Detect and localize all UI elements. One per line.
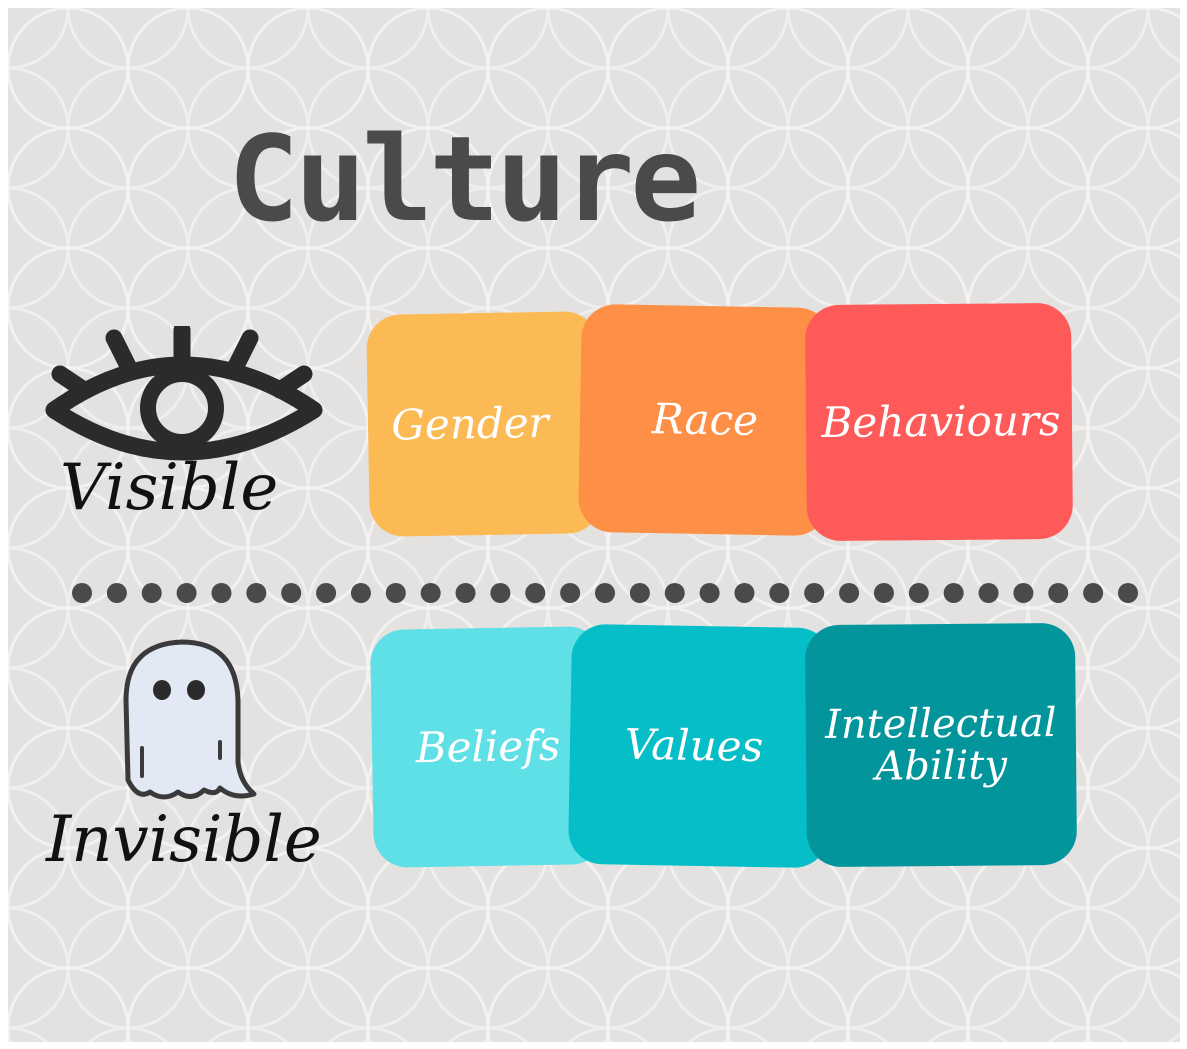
card-intellectual-ability: Intellectual Ability: [804, 622, 1078, 868]
card-gender: Gender: [366, 310, 602, 538]
infographic-canvas: Culture Visible Invisible Gender Race: [8, 8, 1180, 1042]
divider-dot: [873, 583, 894, 603]
card-intellectual-ability-label: Intellectual Ability: [824, 699, 1057, 790]
divider-dot: [281, 583, 302, 603]
card-race: Race: [578, 303, 832, 537]
divider-dot: [978, 583, 999, 603]
divider-dot: [350, 583, 371, 603]
divider-dot: [699, 583, 720, 603]
divider-dot: [664, 583, 685, 603]
divider-dot: [455, 583, 476, 603]
dotted-divider: [72, 583, 1138, 603]
divider-dot: [420, 583, 441, 603]
divider-dot: [246, 583, 267, 603]
divider-dot: [211, 583, 232, 603]
card-gender-label: Gender: [390, 397, 550, 450]
page-title: Culture: [228, 110, 701, 248]
divider-dot: [72, 583, 92, 603]
ghost-icon: [123, 639, 257, 800]
divider-dot: [385, 583, 406, 603]
divider-dot: [839, 583, 860, 603]
divider-dot: [1013, 583, 1034, 603]
divider-dot: [560, 583, 581, 603]
divider-dot: [629, 583, 650, 603]
divider-dot: [908, 583, 929, 603]
divider-dot: [141, 583, 162, 603]
divider-dot: [106, 583, 127, 603]
card-beliefs-label: Beliefs: [415, 720, 561, 773]
divider-dot: [1048, 583, 1069, 603]
visible-label: Visible: [60, 451, 279, 525]
divider-dot: [525, 583, 546, 603]
card-values: Values: [567, 623, 833, 869]
divider-dot: [176, 583, 197, 603]
divider-dot: [1118, 583, 1138, 603]
divider-dot: [595, 583, 615, 603]
invisible-label: Invisible: [46, 803, 322, 877]
card-behaviours: Behaviours: [804, 302, 1074, 542]
divider-dot: [804, 583, 825, 603]
divider-dot: [490, 583, 511, 603]
card-behaviours-label: Behaviours: [821, 395, 1061, 447]
divider-dot: [316, 583, 337, 603]
divider-dot: [734, 583, 755, 603]
card-values-label: Values: [624, 719, 764, 772]
divider-dot: [769, 583, 790, 603]
card-race-label: Race: [651, 394, 759, 445]
divider-dot: [1083, 583, 1104, 603]
eye-icon: [45, 326, 323, 461]
divider-dot: [943, 583, 964, 603]
